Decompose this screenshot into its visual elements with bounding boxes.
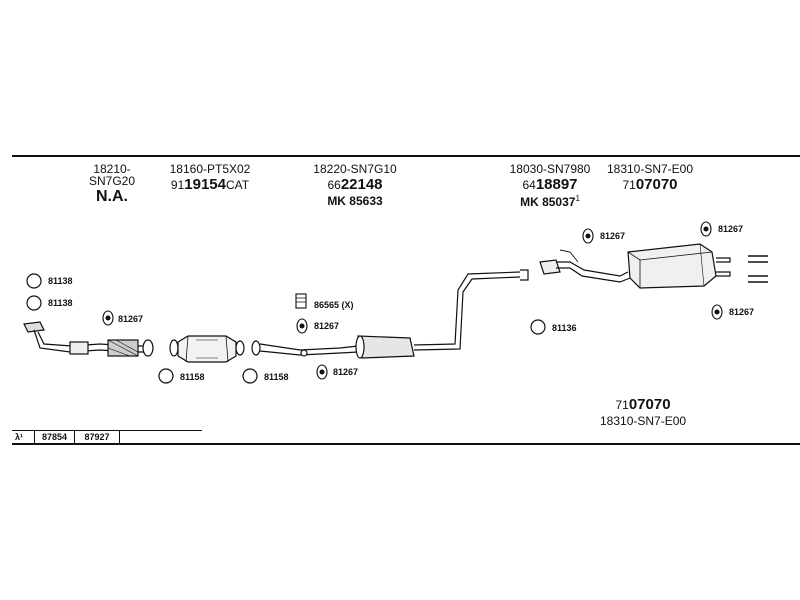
order-number: N.A. [72, 189, 152, 205]
order-main: 07070 [628, 396, 671, 413]
part-label: 86565 (X) [314, 300, 354, 310]
mounting-bracket-icon [295, 293, 307, 309]
order-prefix: 91 [170, 178, 185, 192]
code-cell-empty [120, 431, 202, 444]
rubber-hanger-icon [711, 304, 723, 320]
code-cell: 87927 [75, 431, 120, 444]
part-label: 81267 [600, 231, 626, 241]
order-main: 07070 [635, 176, 678, 193]
rubber-hanger-icon [316, 364, 328, 380]
order-main: 22148 [340, 176, 383, 193]
code-strip: λ¹ 87854 87927 [12, 430, 202, 444]
tail-pipe-icon [748, 255, 768, 283]
part-number: 18220-SN7G10 [313, 162, 397, 176]
part-label: 81267 [729, 307, 755, 317]
order-main: 18897 [535, 176, 578, 193]
gasket-ring-icon [158, 368, 174, 384]
rear-pipe-icon [539, 249, 631, 283]
order-number: 7107070 [600, 397, 686, 412]
rubber-hanger-icon [582, 228, 594, 244]
part-number: 18310-SN7-E00 [606, 162, 694, 176]
rubber-hanger-icon [102, 310, 114, 326]
mk-text: MK 85037 [520, 195, 576, 209]
header-col-1: 18210-SN7G20 N.A. [72, 163, 152, 205]
order-number: 7107070 [600, 177, 700, 192]
mk-number: MK 850371 [500, 194, 600, 209]
lambda-symbol: λ¹ [12, 431, 35, 444]
header-col-3: 18220-SN7G10 6622148 MK 85633 [305, 163, 405, 207]
catalytic-converter-icon [169, 335, 245, 363]
order-prefix: 71 [622, 178, 636, 192]
order-number: 6622148 [305, 177, 405, 192]
header-col-5: 18310-SN7-E00 7107070 [600, 163, 700, 192]
order-main: 19154 [184, 176, 226, 193]
clamp-ring-icon [26, 273, 42, 289]
part-label: 81267 [718, 224, 744, 234]
rubber-hanger-icon [700, 221, 712, 237]
part-number: 18160-PT5X02 [169, 162, 251, 176]
part-label: 81136 [552, 323, 577, 333]
order-prefix: 71 [615, 398, 629, 412]
part-label: 81267 [314, 321, 340, 331]
part-label: 81138 [48, 276, 73, 286]
order-number: 9119154CAT [160, 177, 260, 192]
rubber-hanger-icon [296, 318, 308, 334]
front-pipe-icon [23, 321, 154, 357]
code-cell: 87854 [35, 431, 75, 444]
clamp-ring-icon [530, 319, 546, 335]
order-prefix: 64 [522, 178, 536, 192]
part-number: 18210-SN7G20 [88, 162, 136, 188]
order-main: N.A. [96, 188, 128, 205]
gasket-ring-icon [242, 368, 258, 384]
order-number: 6418897 [500, 177, 600, 192]
part-label: 81158 [264, 372, 289, 382]
rear-muffler-icon [627, 243, 731, 289]
footer-order: 7107070 18310-SN7-E00 [600, 395, 686, 427]
part-number: 18310-SN7-E00 [600, 414, 687, 428]
order-prefix: 66 [327, 178, 341, 192]
part-label: 81267 [333, 367, 359, 377]
part-number: 18030-SN7980 [509, 162, 591, 176]
clamp-ring-icon [26, 295, 42, 311]
mk-footnote: 1 [575, 194, 580, 203]
header-col-2: 18160-PT5X02 9119154CAT [160, 163, 260, 192]
order-suffix: CAT [225, 178, 250, 192]
header-col-4: 18030-SN7980 6418897 MK 850371 [500, 163, 600, 208]
center-pipe-icon [251, 269, 529, 359]
frame-bottom-line [12, 443, 800, 445]
mk-number: MK 85633 [327, 194, 383, 208]
part-label: 81267 [118, 314, 144, 324]
frame-top-line [12, 155, 800, 157]
part-label: 81158 [180, 372, 205, 382]
part-label: 81138 [48, 298, 73, 308]
